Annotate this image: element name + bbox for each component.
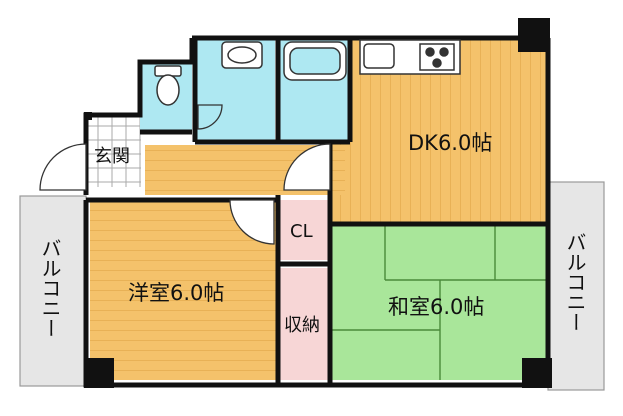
room-label-dk: DK6.0帖 <box>408 131 493 155</box>
room-label-entrance: 玄関 <box>94 146 130 167</box>
pillars <box>84 18 552 388</box>
room-label-japanese: 和室6.0帖 <box>388 295 485 319</box>
balcony-left-label: バルコニー <box>38 238 62 338</box>
washbasin-fixture <box>221 41 263 69</box>
door-arcs <box>39 104 331 245</box>
tatami-lines <box>330 224 548 380</box>
room-label-western: 洋室6.0帖 <box>128 281 225 305</box>
storage-floor <box>278 268 330 380</box>
balcony-right-label: バルコニー <box>563 232 587 332</box>
entrance-tile <box>86 115 141 187</box>
room-label-storage: 収納 <box>284 315 320 336</box>
walls <box>83 35 551 388</box>
bathtub-fixture <box>283 41 347 81</box>
balcony-right-area <box>547 181 605 391</box>
kitchen-fixtures <box>359 39 461 75</box>
japanese-room-floor <box>330 224 548 380</box>
closet-floor <box>278 200 330 260</box>
room-label-closet: CL <box>290 221 313 242</box>
toilet-fixture <box>154 65 182 106</box>
balcony-left-area <box>19 195 87 387</box>
